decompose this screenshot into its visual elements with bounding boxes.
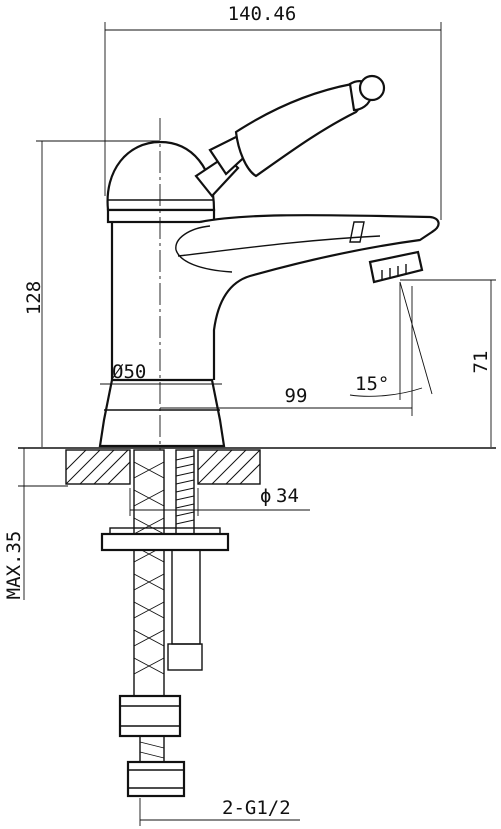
spout-reach-label: 99 — [285, 385, 308, 407]
hole-diameter-symbol: ϕ — [260, 485, 271, 507]
mounting-deck — [65, 449, 261, 485]
overall-width-label: 140.46 — [228, 3, 297, 25]
dimension-body-height: 128 — [23, 140, 160, 447]
faucet-body — [98, 140, 440, 448]
dimension-hole-diameter: ϕ 34 — [129, 485, 310, 516]
dimension-connection-thread: 2-G1/2 — [139, 797, 300, 826]
dimension-spout-height: 71 — [400, 279, 496, 447]
spout-angle-label: 15° — [355, 373, 389, 395]
dimension-base-diameter: Ø50 — [100, 361, 222, 385]
mounting-shank — [100, 449, 230, 798]
connection-thread-label: 2-G1/2 — [222, 797, 291, 819]
dimension-spout-angle: 15° — [349, 281, 433, 400]
hole-diameter-label: 34 — [276, 485, 299, 507]
spout-height-label: 71 — [470, 351, 492, 374]
lever-handle — [194, 74, 386, 198]
dimension-spout-reach: 99 — [160, 286, 413, 416]
dimension-overall-width: 140.46 — [104, 3, 442, 220]
base-diameter-label: Ø50 — [112, 361, 146, 383]
body-height-label: 128 — [23, 281, 45, 315]
max-deck-label: MAX.35 — [3, 531, 25, 600]
dimension-max-deck: MAX.35 — [3, 448, 68, 600]
